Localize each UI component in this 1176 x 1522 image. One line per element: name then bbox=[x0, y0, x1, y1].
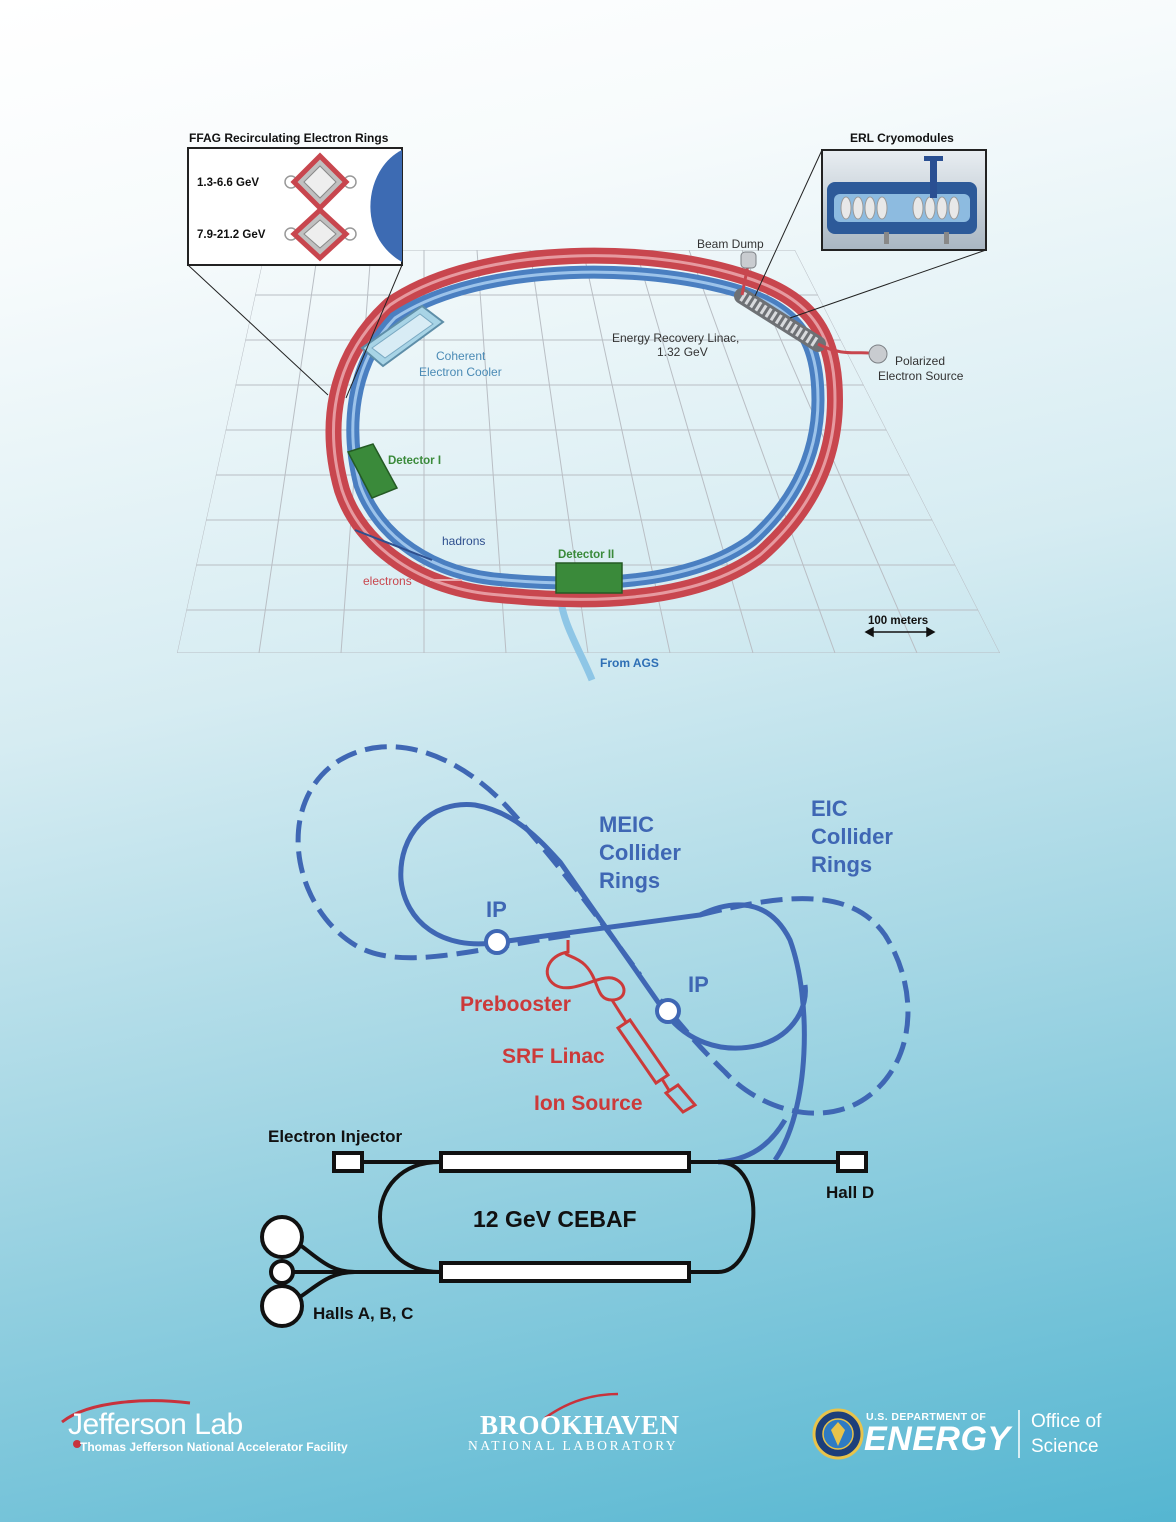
doe-seal-icon bbox=[812, 1408, 864, 1460]
doe-department: U.S. DEPARTMENT OF bbox=[866, 1411, 987, 1423]
eic-label-1: EIC bbox=[811, 796, 848, 821]
ion-source-shape bbox=[663, 1083, 698, 1114]
eic-label-3: Rings bbox=[811, 852, 872, 877]
eic-collider-rings bbox=[295, 744, 911, 1116]
srf-linac-label: SRF Linac bbox=[502, 1045, 605, 1068]
erl-cryomodule-inset bbox=[821, 149, 987, 251]
beam-dump-label: Beam Dump bbox=[697, 237, 764, 251]
doe-office-of: Office of bbox=[1031, 1411, 1102, 1432]
scale-label: 100 meters bbox=[868, 615, 928, 627]
electron-injector-label: Electron Injector bbox=[268, 1127, 403, 1146]
detector1-label: Detector I bbox=[388, 455, 441, 467]
hall-d-box bbox=[836, 1151, 868, 1173]
detector-1 bbox=[346, 443, 399, 499]
cooler-label-2: Electron Cooler bbox=[419, 365, 502, 379]
doe-science: Science bbox=[1031, 1436, 1099, 1457]
meic-label-3: Rings bbox=[599, 868, 660, 893]
electron-ring bbox=[325, 247, 844, 608]
hadron-ring bbox=[346, 265, 825, 590]
scale-bar bbox=[864, 626, 936, 638]
jefferson-lab-name: Jefferson Lab bbox=[68, 1408, 243, 1441]
polarized-electron-source bbox=[817, 342, 888, 364]
eic-label-2: Collider bbox=[811, 824, 893, 849]
cebaf-label: 12 GeV CEBAF bbox=[473, 1206, 637, 1232]
ffag-ring1-label: 1.3-6.6 GeV bbox=[197, 177, 259, 189]
ffag-title: FFAG Recirculating Electron Rings bbox=[189, 131, 389, 145]
hall-c-circle bbox=[260, 1284, 304, 1328]
polarized-label-1: Polarized bbox=[895, 354, 945, 368]
ffag-inset bbox=[187, 147, 403, 266]
halls-abc-label: Halls A, B, C bbox=[313, 1304, 413, 1323]
hall-b-circle bbox=[269, 1259, 295, 1285]
prebooster-label: Prebooster bbox=[460, 993, 571, 1016]
erl-linac bbox=[734, 288, 826, 352]
ip1-label: IP bbox=[486, 897, 507, 922]
callout-lines bbox=[187, 149, 987, 399]
ip-point-1 bbox=[484, 929, 510, 955]
ffag-ring2-label: 7.9-21.2 GeV bbox=[197, 229, 266, 241]
brookhaven-subtitle: NATIONAL LABORATORY bbox=[468, 1438, 679, 1453]
ffag-ring-icon-2 bbox=[284, 206, 357, 262]
hall-a-circle bbox=[260, 1215, 304, 1259]
electrons-label: electrons bbox=[363, 574, 412, 588]
jefferson-lab-subtitle: Thomas Jefferson National Accelerator Fa… bbox=[80, 1440, 348, 1454]
detector2-label: Detector II bbox=[558, 549, 614, 561]
coherent-electron-cooler bbox=[360, 304, 445, 368]
from-ags-label: From AGS bbox=[600, 656, 659, 670]
jefferson-lab-dot-icon bbox=[73, 1440, 81, 1448]
erl-label-2: 1.32 GeV bbox=[657, 345, 708, 359]
erl-title: ERL Cryomodules bbox=[850, 131, 954, 145]
cooler-label-1: Coherent bbox=[436, 349, 486, 363]
detector-2 bbox=[555, 562, 623, 594]
srf-linac-shape bbox=[615, 1017, 671, 1086]
jefferson-lab-swoosh bbox=[61, 1399, 191, 1424]
erl-label-1: Energy Recovery Linac, bbox=[612, 331, 739, 345]
ip-point-2 bbox=[655, 998, 681, 1024]
brookhaven-arc-icon bbox=[544, 1392, 619, 1420]
ion-source-label: Ion Source bbox=[534, 1092, 643, 1115]
cebaf-accelerator bbox=[260, 1151, 868, 1328]
top-diagram-labels: FFAG Recirculating Electron Rings 1.3-6.… bbox=[189, 131, 964, 670]
doe-energy: ENERGY bbox=[864, 1420, 1011, 1458]
ip2-label: IP bbox=[688, 972, 709, 997]
hadrons-label: hadrons bbox=[442, 534, 485, 548]
brookhaven-name: BROOKHAVEN bbox=[480, 1410, 680, 1440]
ion-complex bbox=[545, 940, 698, 1114]
polarized-label-2: Electron Source bbox=[878, 369, 964, 383]
north-linac bbox=[439, 1151, 691, 1173]
meic-label-1: MEIC bbox=[599, 812, 654, 837]
south-linac bbox=[439, 1261, 691, 1283]
beam-direction-arrows bbox=[354, 529, 462, 581]
beam-dump bbox=[740, 251, 757, 296]
bottom-diagram-labels: MEIC Collider Rings EIC Collider Rings I… bbox=[268, 796, 893, 1323]
electron-injector-box bbox=[332, 1151, 364, 1173]
meic-label-2: Collider bbox=[599, 840, 681, 865]
hall-d-label: Hall D bbox=[826, 1183, 874, 1202]
